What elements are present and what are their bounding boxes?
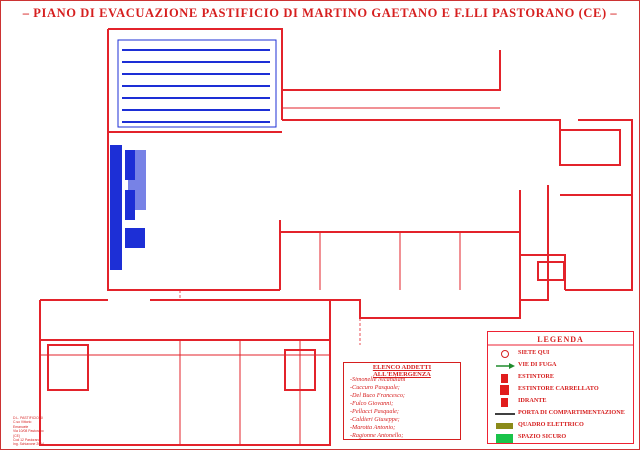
hydrant-icon <box>501 398 508 407</box>
production-line-left <box>110 145 146 270</box>
you-are-here-icon <box>501 350 509 358</box>
legend-item-hydrant: IDRANTE <box>488 396 633 408</box>
staff-name: -Del Buco Francesco; <box>350 392 405 399</box>
legend-item-wheeled-extinguisher: ESTINTORE CARRELLATO <box>488 384 633 396</box>
electrical-panel-icon <box>496 423 513 429</box>
fire-door-icon <box>495 413 515 415</box>
staff-name: -Ragionne Antonello; <box>350 432 404 439</box>
staff-name: -Marotta Antonio; <box>350 424 396 431</box>
staff-name: -Pellacci Pasquale; <box>350 408 399 415</box>
extinguisher-icon <box>501 374 508 383</box>
legend-item-extinguisher: ESTINTORE <box>488 372 633 384</box>
legend-item-electrical-panel: QUADRO ELETTRICO <box>488 420 633 432</box>
legend-title: LEGENDA <box>537 335 584 344</box>
legend-item-safe-area: SPAZIO SICURO <box>488 432 633 444</box>
legend-panel: LEGENDA SIETE QUI VIE DI FUGA ESTINTORE … <box>487 331 634 444</box>
legend-item-you-are-here: SIETE QUI <box>488 348 633 360</box>
staff-name: -Fulco Giovanni; <box>350 400 394 407</box>
legend-item-fire-door: PORTA DI COMPARTIMENTAZIONE <box>488 408 633 420</box>
escape-route-arrow-icon <box>496 363 515 369</box>
staff-name: -Cuccuro Pasquale; <box>350 384 400 391</box>
dashed-lines <box>179 231 500 345</box>
safe-area-icon <box>496 434 513 443</box>
walls <box>39 28 633 446</box>
staff-name: -Caldieri Giuseppe; <box>350 416 400 423</box>
plan-title: – PIANO DI EVACUAZIONE PASTIFICIO DI MAR… <box>22 6 618 20</box>
legend-item-escape-routes: VIE DI FUGA <box>488 360 633 372</box>
emergency-staff-panel: ELENCO ADDETTI ALL'EMERGENZA -Simonelle … <box>343 362 461 440</box>
title-block: D.L. PASTIFICIO DI C.so Vittorio Emanuel… <box>13 416 44 447</box>
wheeled-extinguisher-icon <box>500 385 509 395</box>
storage-racks <box>122 49 270 123</box>
staff-name: -Simonelle Nicandiani <box>350 376 406 383</box>
emergency-staff-title: ELENCO ADDETTI ALL'EMERGENZA <box>372 364 432 378</box>
